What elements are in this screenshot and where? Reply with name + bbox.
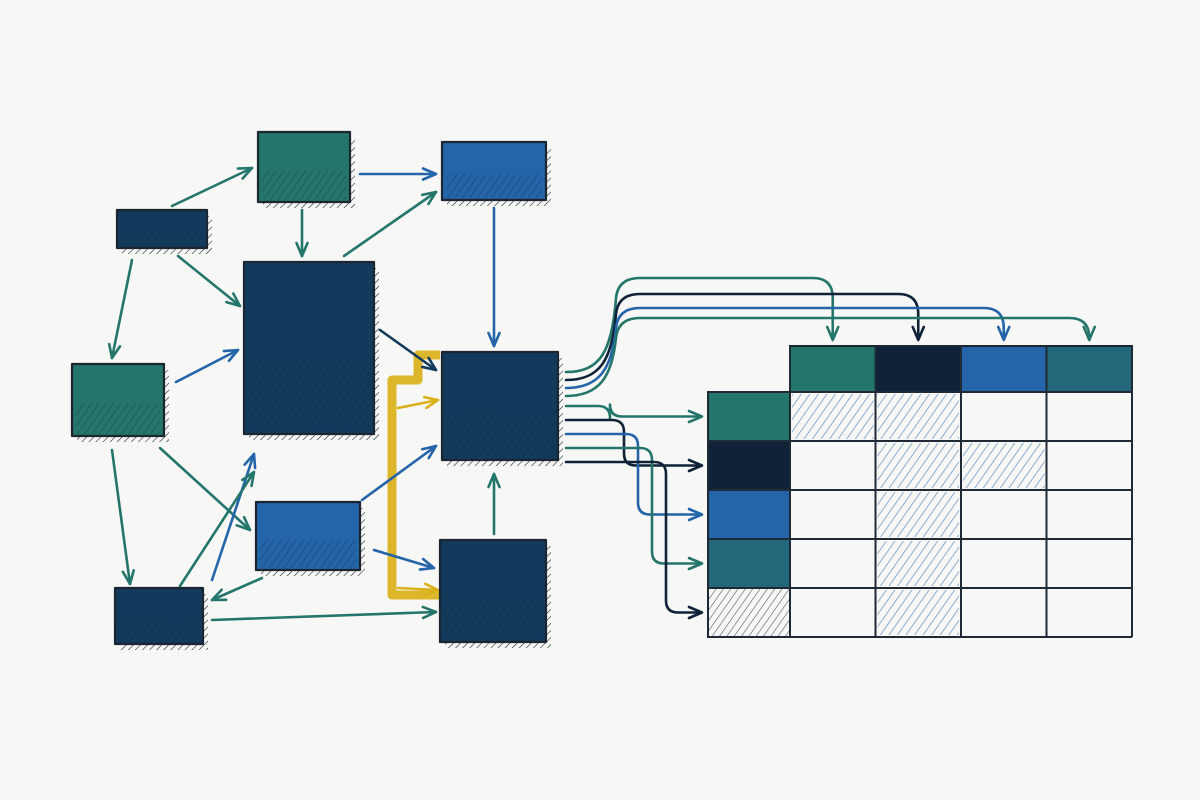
- link-hub-to-row-header-2: [564, 418, 702, 467]
- edge-n-mid-blue-to-n-big-navy: [210, 452, 256, 582]
- edge-n-bottom-navy-left-to-n-bottom-navy-right-arrowhead: [421, 605, 438, 620]
- edge-n-big-navy-to-n-hub-navy: [378, 328, 438, 372]
- edge-n-small-navy-to-n-big-navy-arrowhead: [225, 292, 242, 308]
- edge-n-top-teal-to-n-top-blue-arrowhead: [421, 167, 438, 181]
- edge-n-big-navy-to-n-hub-navy-arrowhead: [420, 356, 438, 372]
- edge-n-mid-blue-to-n-bottom-navy-left-arrowhead: [210, 588, 228, 602]
- hatched-cell-r4-c2: [877, 541, 959, 586]
- edge-n-bottom-navy-left-to-n-bottom-navy-right: [210, 610, 438, 622]
- edge-n-left-teal-to-n-bottom-navy-left-arrowhead: [121, 569, 136, 586]
- box-texture: [444, 596, 542, 639]
- edge-n-small-navy-to-n-big-navy: [176, 254, 242, 308]
- n-top-teal-box: [256, 130, 355, 208]
- link-hub-to-column-header-4: [564, 316, 1091, 398]
- column-header-3: [960, 345, 1048, 393]
- gold-branch-hub: [396, 398, 440, 410]
- edge-n-left-teal-to-n-bottom-navy-left: [110, 448, 132, 586]
- edge-n-bottom-navy-left-to-n-mid-blue: [178, 470, 256, 588]
- edge-n-big-navy-to-n-top-blue: [342, 190, 438, 258]
- edges-layer: [107, 166, 1097, 622]
- column-header-2: [874, 345, 962, 393]
- link-hub-to-row-header-1: [564, 403, 702, 420]
- box-texture: [121, 230, 203, 247]
- link-hub-to-row-header-4-arrowhead: [687, 556, 704, 571]
- gold-branch-hub-arrowhead: [422, 395, 440, 410]
- link-hub-to-column-header-1-arrowhead: [825, 325, 840, 342]
- link-hub-to-row-header-5-arrowhead: [687, 605, 704, 620]
- n-bottom-navy-right-box: [438, 538, 551, 648]
- hatched-cell-r2-c3: [963, 443, 1045, 488]
- edge-n-big-navy-to-n-top-blue-arrowhead: [420, 190, 438, 206]
- column-header-4: [1045, 345, 1133, 393]
- edge-n-left-teal-to-n-mid-blue: [158, 446, 252, 532]
- column-header-1: [789, 345, 877, 393]
- edge-n-small-navy-to-n-left-teal: [110, 258, 134, 360]
- edge-n-bottom-navy-right-to-n-hub-navy-arrowhead: [487, 472, 501, 489]
- gold-branch-bottom: [396, 586, 440, 592]
- row-header-3: [707, 489, 791, 540]
- link-hub-to-row-header-5: [564, 460, 702, 614]
- link-hub-to-column-header-3: [564, 306, 1006, 390]
- hatched-cell-r2-c2: [877, 443, 959, 488]
- edge-n-left-teal-to-n-big-navy-arrowhead: [222, 348, 240, 363]
- row-header-4: [707, 538, 791, 589]
- edge-n-mid-blue-to-n-bottom-navy-left: [210, 576, 264, 602]
- link-hub-to-row-header-3-arrowhead: [687, 507, 704, 522]
- matrix-table: [707, 345, 1133, 638]
- highlight-bus: [387, 350, 440, 600]
- box-texture: [76, 403, 160, 434]
- matrix-grid: [707, 346, 1133, 638]
- edge-n-mid-blue-to-n-big-navy-arrowhead: [243, 452, 257, 470]
- edge-n-small-navy-to-n-top-teal-arrowhead: [236, 166, 254, 180]
- hatched-cell-r3-c2: [877, 492, 959, 537]
- hatched-cell-r5-c2: [877, 590, 959, 635]
- n-top-blue-box: [440, 140, 551, 206]
- box-texture: [446, 411, 554, 457]
- n-bottom-navy-left-box: [113, 586, 208, 650]
- edge-n-top-teal-to-n-big-navy-arrowhead: [295, 241, 309, 258]
- link-hub-to-row-header-3: [564, 432, 702, 516]
- hatched-cell-r1-c1: [792, 394, 874, 439]
- edge-n-left-teal-to-n-mid-blue-arrowhead: [235, 515, 252, 532]
- n-big-navy-box: [242, 260, 379, 440]
- box-texture: [260, 539, 356, 568]
- edge-n-mid-blue-to-n-hub-navy: [360, 444, 438, 502]
- n-mid-blue-box: [254, 500, 365, 576]
- n-left-teal-box: [70, 362, 169, 442]
- edge-n-left-teal-to-n-big-navy: [174, 348, 240, 384]
- link-hub-to-row-header-1-arrowhead: [687, 409, 704, 424]
- link-hub-to-row-header-4: [564, 446, 702, 565]
- link-hub-to-column-header-2-arrowhead: [911, 325, 926, 342]
- edge-n-small-navy-to-n-top-teal: [170, 166, 254, 208]
- n-small-navy-box: [115, 208, 212, 254]
- edge-n-mid-blue-to-n-hub-navy-arrowhead: [420, 444, 438, 460]
- link-hub-to-row-header-2-arrowhead: [687, 458, 704, 473]
- link-hub-to-column-header-4-arrowhead: [1082, 325, 1097, 342]
- box-texture: [262, 170, 346, 200]
- box-texture: [446, 173, 542, 199]
- row-header-2: [707, 440, 791, 491]
- n-hub-navy-box: [440, 350, 563, 466]
- hatched-cell-r1-c2: [877, 394, 959, 439]
- edge-n-mid-blue-to-n-bottom-navy-right: [372, 548, 436, 570]
- row-header-5: [707, 587, 791, 638]
- link-hub-to-column-header-3-arrowhead: [996, 325, 1011, 342]
- box-texture: [119, 618, 199, 643]
- link-hub-to-column-header-1: [564, 276, 835, 374]
- edge-n-small-navy-to-n-left-teal-arrowhead: [107, 342, 122, 360]
- edge-n-mid-blue-to-n-bottom-navy-right-arrowhead: [418, 557, 436, 571]
- nodes-layer: [70, 130, 563, 650]
- gold-branch-bottom-arrowhead: [423, 582, 440, 597]
- box-texture: [248, 356, 370, 429]
- edge-n-top-blue-to-n-hub-navy-arrowhead: [487, 331, 501, 348]
- row-header-1: [707, 391, 791, 442]
- link-hub-to-column-header-2: [564, 292, 920, 382]
- edge-n-bottom-navy-left-to-n-mid-blue-arrowhead: [241, 470, 256, 488]
